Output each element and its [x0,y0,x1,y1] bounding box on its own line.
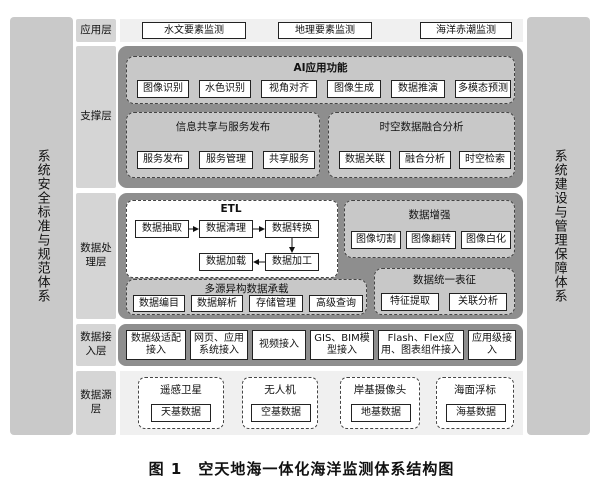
ai-item-data-deduction: 数据推演 [391,80,445,98]
unify-item-association-analysis: 关联分析 [449,293,507,311]
storage-item-management: 存储管理 [249,295,303,312]
etl-item-process: 数据加工 [265,253,319,271]
etl-item-clean: 数据清理 [199,220,253,238]
source-drone-title: 无人机 [264,384,296,396]
ai-item-image-recognition: 图像识别 [137,80,189,98]
access-item-data-level: 数据级适配接入 [126,330,186,360]
fusion-item-data-association: 数据关联 [339,151,391,169]
layer-label-processing: 数据处理层 [76,193,116,319]
ai-group-title: AI应用功能 [293,62,348,74]
access-item-flash-flex: Flash、Flex应用、图表组件接入 [378,330,464,360]
etl-item-load: 数据加载 [199,253,253,271]
right-side-label: 系统建设与管理保障体系 [551,149,567,303]
processing-panel: ETL 数据抽取 数据清理 数据转换 数据加工 数据加载 数据增强 图像切割 图… [118,193,523,319]
support-panel: AI应用功能 图像识别 水色识别 视角对齐 图像生成 数据推演 多模态预测 信息… [118,46,523,188]
application-band: 水文要素监测 地理要素监测 海洋赤潮监测 [120,19,523,42]
info-sharing-group: 信息共享与服务发布 服务发布 服务管理 共享服务 [126,112,320,178]
fusion-item-fusion-analysis: 融合分析 [399,151,451,169]
unify-title: 数据统一表征 [413,274,476,286]
source-group-satellite: 遥感卫星 天基数据 [138,377,224,429]
source-group-shore-camera: 岸基摄像头 地基数据 [340,377,420,429]
ai-item-multimodal-prediction: 多模态预测 [455,80,511,98]
ai-group: AI应用功能 图像识别 水色识别 视角对齐 图像生成 数据推演 多模态预测 [126,56,515,104]
figure-caption: 图 1 空天地海一体化海洋监测体系结构图 [148,460,455,478]
layer-label-access: 数据接入层 [76,324,116,366]
enhance-title: 数据增强 [408,209,451,221]
left-side-pillar: 系统安全标准与规范体系 [10,17,73,435]
source-buoy-item: 海基数据 [446,404,506,422]
access-item-web-app: 网页、应用系统接入 [190,330,248,360]
fusion-title: 时空数据融合分析 [379,121,464,133]
storage-item-advanced-query: 高级查询 [309,295,363,312]
ai-item-water-color: 水色识别 [199,80,251,98]
etl-title: ETL [220,203,242,215]
access-item-gis-bim: GIS、BIM模型接入 [310,330,374,360]
source-satellite-title: 遥感卫星 [160,384,202,396]
enhance-item-cut: 图像切割 [351,231,401,249]
left-side-label: 系统安全标准与规范体系 [34,149,50,303]
access-item-app-level: 应用级接入 [468,330,516,360]
enhance-item-whitening: 图像白化 [461,231,511,249]
storage-title: 多源异构数据承载 [204,283,289,295]
etl-group: ETL 数据抽取 数据清理 数据转换 数据加工 数据加载 [126,200,338,278]
source-group-drone: 无人机 空基数据 [242,377,318,429]
source-drone-item: 空基数据 [251,404,311,422]
layer-label-source: 数据源层 [76,371,116,435]
app-item-hydrology: 水文要素监测 [142,22,246,39]
ai-item-view-alignment: 视角对齐 [261,80,317,98]
source-band: 遥感卫星 天基数据 无人机 空基数据 岸基摄像头 地基数据 海面浮标 海基数据 [120,371,523,435]
storage-item-parse: 数据解析 [191,295,243,312]
source-buoy-title: 海面浮标 [454,384,496,396]
source-satellite-item: 天基数据 [151,404,211,422]
info-item-shared-service: 共享服务 [263,151,315,169]
app-item-geography: 地理要素监测 [278,22,372,39]
storage-group: 多源异构数据承载 数据编目 数据解析 存储管理 高级查询 [126,279,367,315]
etl-item-extract: 数据抽取 [135,220,189,238]
unify-item-feature-extraction: 特征提取 [381,293,439,311]
info-item-service-management: 服务管理 [199,151,253,169]
access-panel: 数据级适配接入 网页、应用系统接入 视频接入 GIS、BIM模型接入 Flash… [118,324,523,366]
right-side-pillar: 系统建设与管理保障体系 [527,17,590,435]
info-sharing-title: 信息共享与服务发布 [175,121,271,133]
enhance-group: 数据增强 图像切割 图像翻转 图像白化 [344,200,515,258]
etl-flow-arrows [189,226,295,265]
ai-item-image-generation: 图像生成 [327,80,381,98]
app-item-red-tide: 海洋赤潮监测 [420,22,512,39]
source-shore-camera-title: 岸基摄像头 [353,384,407,396]
storage-item-catalog: 数据编目 [133,295,185,312]
fusion-item-spatiotemporal-search: 时空检索 [459,151,511,169]
source-shore-camera-item: 地基数据 [351,404,411,422]
access-item-video: 视频接入 [252,330,306,360]
info-item-service-publish: 服务发布 [137,151,189,169]
fusion-group: 时空数据融合分析 数据关联 融合分析 时空检索 [328,112,515,178]
unify-group: 数据统一表征 特征提取 关联分析 [374,268,515,315]
etl-item-transform: 数据转换 [265,220,319,238]
layer-label-support: 支撑层 [76,46,116,188]
layer-label-application: 应用层 [76,19,116,42]
enhance-item-flip: 图像翻转 [406,231,456,249]
source-group-buoy: 海面浮标 海基数据 [436,377,514,429]
